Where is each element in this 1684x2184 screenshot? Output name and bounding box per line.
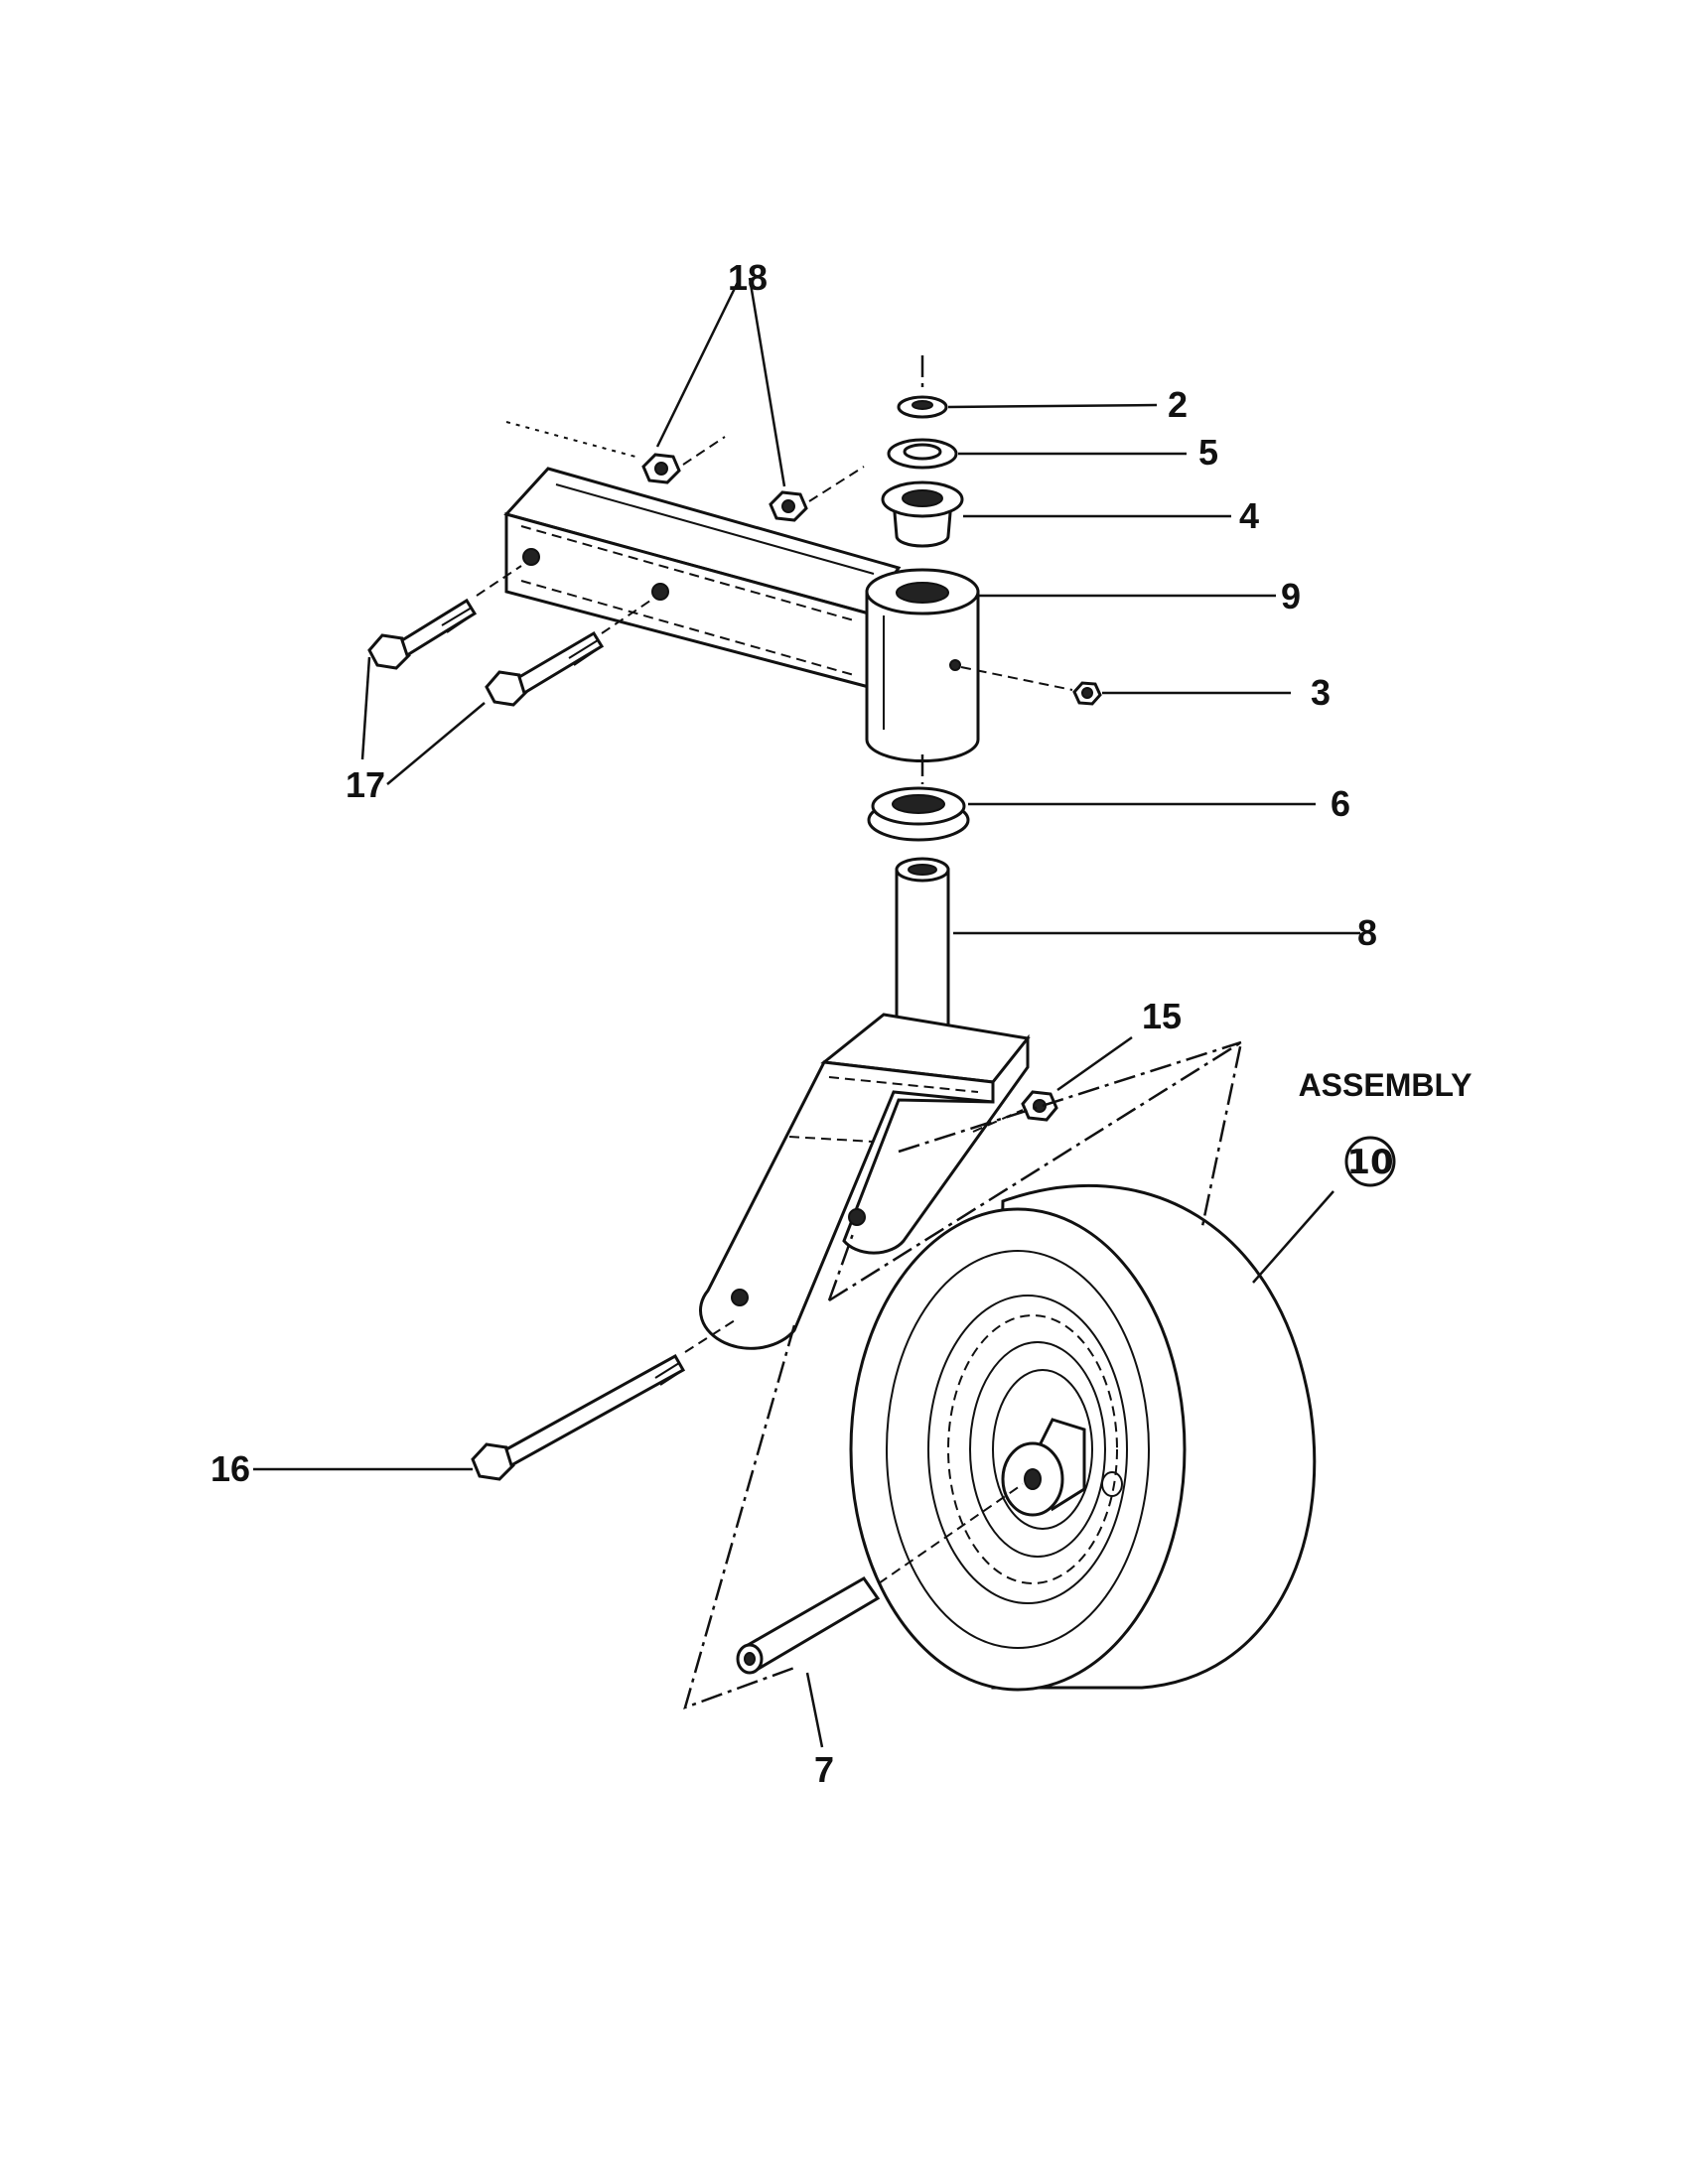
wheel-assembly xyxy=(849,1183,1317,1692)
callout-6: 6 xyxy=(1331,783,1350,824)
pivot-housing xyxy=(865,568,980,763)
callout-9: 9 xyxy=(1281,576,1301,616)
callout-8: 8 xyxy=(1357,912,1377,953)
caster-arm xyxy=(503,467,902,689)
bolt-17 xyxy=(367,598,605,707)
hex-nut-18 xyxy=(641,453,808,522)
callout-5: 5 xyxy=(1198,432,1218,473)
assembly-label: ASSEMBLY xyxy=(1299,1067,1473,1103)
axle-pin-7 xyxy=(736,1576,881,1675)
fork-bolt-hole xyxy=(731,1289,749,1306)
assembly-number: 10 xyxy=(1346,1143,1393,1182)
callout-17: 17 xyxy=(346,764,385,805)
fork-bolt-hole xyxy=(848,1208,866,1226)
callout-18: 18 xyxy=(728,257,768,298)
callout-7: 7 xyxy=(814,1749,834,1790)
callout-16: 16 xyxy=(210,1448,250,1489)
washer-5 xyxy=(887,438,958,470)
assembly-number-badge: 10 xyxy=(1344,1136,1396,1187)
arm-bolt-hole xyxy=(522,548,540,566)
bearing-6 xyxy=(867,786,970,842)
callout-3: 3 xyxy=(1311,672,1331,713)
bolt-16 xyxy=(471,1353,686,1481)
callout-4: 4 xyxy=(1239,495,1259,536)
hex-nut-15 xyxy=(1021,1090,1058,1122)
caster-fork xyxy=(699,1013,1031,1350)
lock-nut-2 xyxy=(897,395,948,419)
bushing-4 xyxy=(881,480,964,548)
callout-15: 15 xyxy=(1142,996,1182,1036)
arm-bolt-hole xyxy=(651,583,669,601)
hex-nut-3 xyxy=(1072,681,1102,706)
callout-2: 2 xyxy=(1168,384,1188,425)
